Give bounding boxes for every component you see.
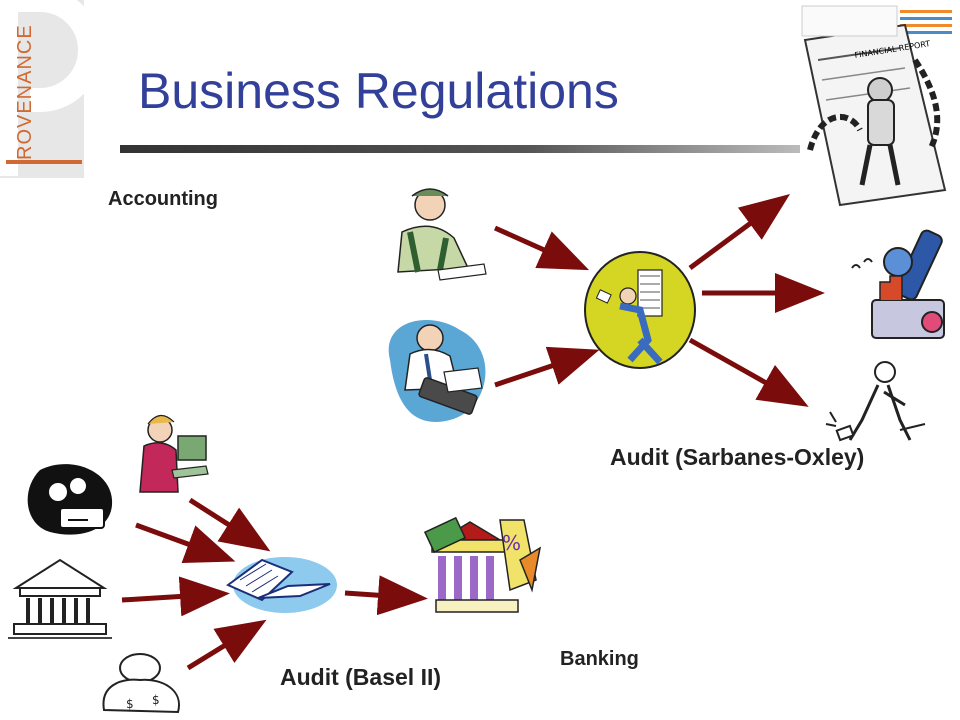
- credit-card-clipart: [27, 464, 113, 535]
- arrow-moneybag-to-basel: [186, 619, 267, 671]
- financial-report-clipart: FINANCIAL REPORT: [801, 5, 947, 207]
- label-audit-basel-ii: Audit (Basel II): [280, 664, 442, 690]
- bank-building-clipart: [8, 558, 112, 639]
- arrow-basel-to-banking: [344, 575, 428, 616]
- arrow-bank-to-basel: [121, 576, 230, 617]
- basel-hub-clipart: [226, 557, 337, 613]
- label-banking: Banking: [560, 648, 639, 670]
- arrow-accountant-to-sox: [493, 225, 590, 271]
- logo-letter-icon: [0, 0, 102, 178]
- sox-hub-clipart: [584, 251, 696, 369]
- provenance-logo: ROVENANCE: [0, 0, 102, 180]
- bank-money-clipart: %: [423, 516, 542, 613]
- flow-arrows: [121, 194, 825, 671]
- arrow-card-to-basel: [135, 522, 236, 564]
- inspector-clipart: [825, 361, 926, 442]
- microscope-factory-clipart: [851, 229, 945, 339]
- arrow-sox-to-report: [688, 194, 791, 271]
- percent-sign-text: %: [502, 531, 521, 555]
- label-audit-sarbanes-oxley: Audit (Sarbanes-Oxley): [610, 444, 865, 470]
- arrow-sox-to-inspector: [688, 337, 809, 407]
- accountant-clipart: [397, 188, 487, 281]
- arrow-fax-to-sox: [494, 346, 600, 388]
- label-accounting: Accounting: [108, 188, 218, 210]
- svg-text:$: $: [126, 697, 134, 711]
- computer-worker-clipart: [139, 414, 209, 493]
- money-bag-clipart: $ $: [102, 653, 180, 714]
- title-underline: [120, 145, 800, 153]
- corner-stripes-icon: [900, 10, 952, 34]
- page-title: Business Regulations: [138, 63, 619, 119]
- svg-text:$: $: [152, 693, 160, 707]
- arrow-computer-to-basel: [188, 497, 271, 552]
- fax-worker-clipart: [388, 320, 486, 422]
